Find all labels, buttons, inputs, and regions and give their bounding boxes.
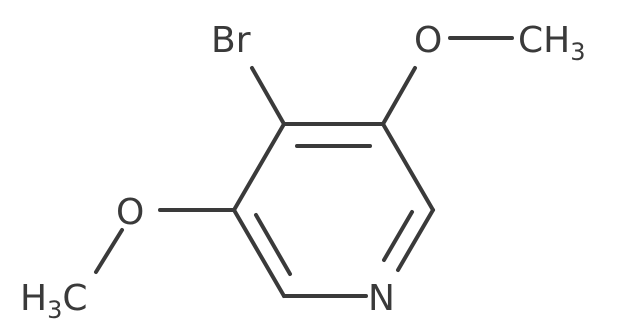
top-methyl-subscript: 3 xyxy=(570,38,585,66)
bond-c2-n xyxy=(396,208,435,272)
atom-labels: Br O CH3 O H3C N xyxy=(20,20,586,324)
bond-c6-c5-inner xyxy=(254,213,292,276)
bond-c3-o-top xyxy=(381,66,417,126)
left-methyl-main: H xyxy=(20,278,47,319)
bond-c3-c2 xyxy=(381,122,435,212)
top-methyl-label: CH3 xyxy=(518,20,586,66)
left-methyl-subscript: 3 xyxy=(47,296,62,324)
bond-c5-c4 xyxy=(232,122,286,212)
left-oxygen-label: O xyxy=(116,192,144,233)
left-methyl-tail: C xyxy=(62,278,87,319)
top-oxygen-label: O xyxy=(414,20,442,61)
bond-c6-c5 xyxy=(232,208,286,298)
left-methyl-label: H3C xyxy=(20,278,88,324)
nitrogen-label: N xyxy=(368,278,395,319)
bond-c2-n-inner xyxy=(382,210,414,262)
bromine-label: Br xyxy=(211,20,251,61)
bond-c4-br xyxy=(250,66,286,126)
bond-o-ch3-left xyxy=(94,228,124,274)
bonds xyxy=(94,36,514,298)
top-methyl-main: CH xyxy=(518,20,570,61)
